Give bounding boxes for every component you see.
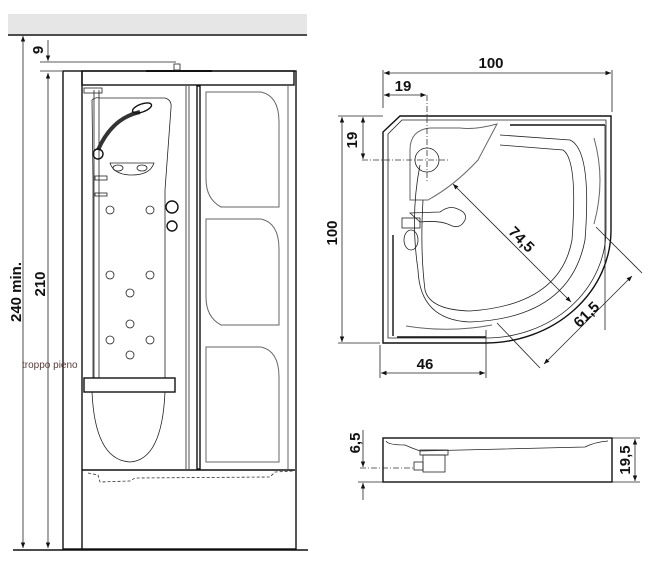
dim-label-drain-height: 6,5 — [347, 433, 364, 454]
roof-fitting — [173, 63, 181, 71]
door-stile — [196, 85, 201, 470]
tray-hidden-line — [87, 470, 294, 483]
hinge — [401, 217, 421, 229]
dim-label-depth: 100 — [324, 220, 341, 245]
jet-icon — [145, 335, 155, 345]
ext-line — [595, 226, 643, 274]
sliding-door-right — [593, 137, 601, 225]
top-beam — [81, 70, 295, 86]
dim-label-door: 46 — [417, 356, 434, 373]
basin-inner — [421, 144, 575, 312]
dim-label-drain-y: 19 — [344, 132, 361, 149]
hand-shower-head-icon — [131, 102, 153, 114]
hand-shower-hose — [96, 110, 141, 151]
shower-holder — [92, 148, 104, 160]
jet-icon — [125, 319, 135, 329]
hydro-column — [91, 97, 172, 379]
jet-icon — [125, 288, 135, 298]
door-panel-bottom — [205, 346, 280, 463]
tray-section — [382, 437, 613, 483]
roof-cap — [146, 70, 212, 72]
basin-outer — [414, 134, 588, 323]
head-jets-panel — [109, 162, 155, 176]
jet-icon — [112, 164, 124, 172]
drain-body — [422, 454, 446, 473]
section-view: 6,5 19,5 — [347, 430, 640, 500]
jet-icon — [136, 164, 148, 172]
dim-label-top: 9 — [30, 46, 47, 54]
rail-stop — [94, 175, 108, 181]
jet-icon — [105, 270, 115, 280]
drain-outlet — [413, 461, 424, 471]
jet-icon — [105, 335, 115, 345]
rail-bracket — [83, 87, 103, 94]
dim-label-height: 210 — [32, 271, 49, 296]
dim-label-diagonal: 74,5 — [505, 223, 538, 256]
door-panel-top — [205, 91, 280, 208]
seat-back — [91, 391, 166, 463]
ceiling-band — [8, 14, 307, 34]
dim-line-opening — [543, 275, 633, 365]
tray-rim — [387, 119, 607, 339]
tray-floor-slope — [385, 440, 609, 452]
sliding-door-bottom — [405, 324, 493, 330]
rail-stop — [94, 192, 108, 197]
dim-label-drain-x: 19 — [395, 78, 412, 95]
overflow-note: troppo pieno — [22, 360, 78, 371]
body-jets — [105, 205, 155, 360]
jet-icon — [145, 205, 155, 215]
diverter-knob-icon — [166, 220, 178, 232]
dim-line-diagonal — [452, 183, 572, 303]
seat-handle-icon — [408, 207, 466, 228]
dim-label-width: 100 — [478, 55, 503, 72]
dim-label-opening: 61,5 — [570, 298, 603, 331]
dim-label-tray-height: 19,5 — [617, 445, 634, 474]
plan-view: 100 19 19 100 46 74,5 — [324, 55, 643, 378]
mixer-knob-icon — [165, 200, 179, 214]
jet-icon — [145, 270, 155, 280]
tray-outline — [382, 115, 612, 344]
jet-icon — [125, 350, 135, 360]
door-panel-middle — [205, 218, 280, 326]
elevation-view: 240 min. 210 9 — [8, 14, 308, 551]
corner-platform — [409, 123, 498, 201]
jet-icon — [105, 205, 115, 215]
dim-label-overall: 240 min. — [8, 262, 25, 322]
siphon-icon — [403, 229, 419, 251]
folding-seat — [83, 377, 176, 393]
ext-line — [496, 322, 541, 369]
